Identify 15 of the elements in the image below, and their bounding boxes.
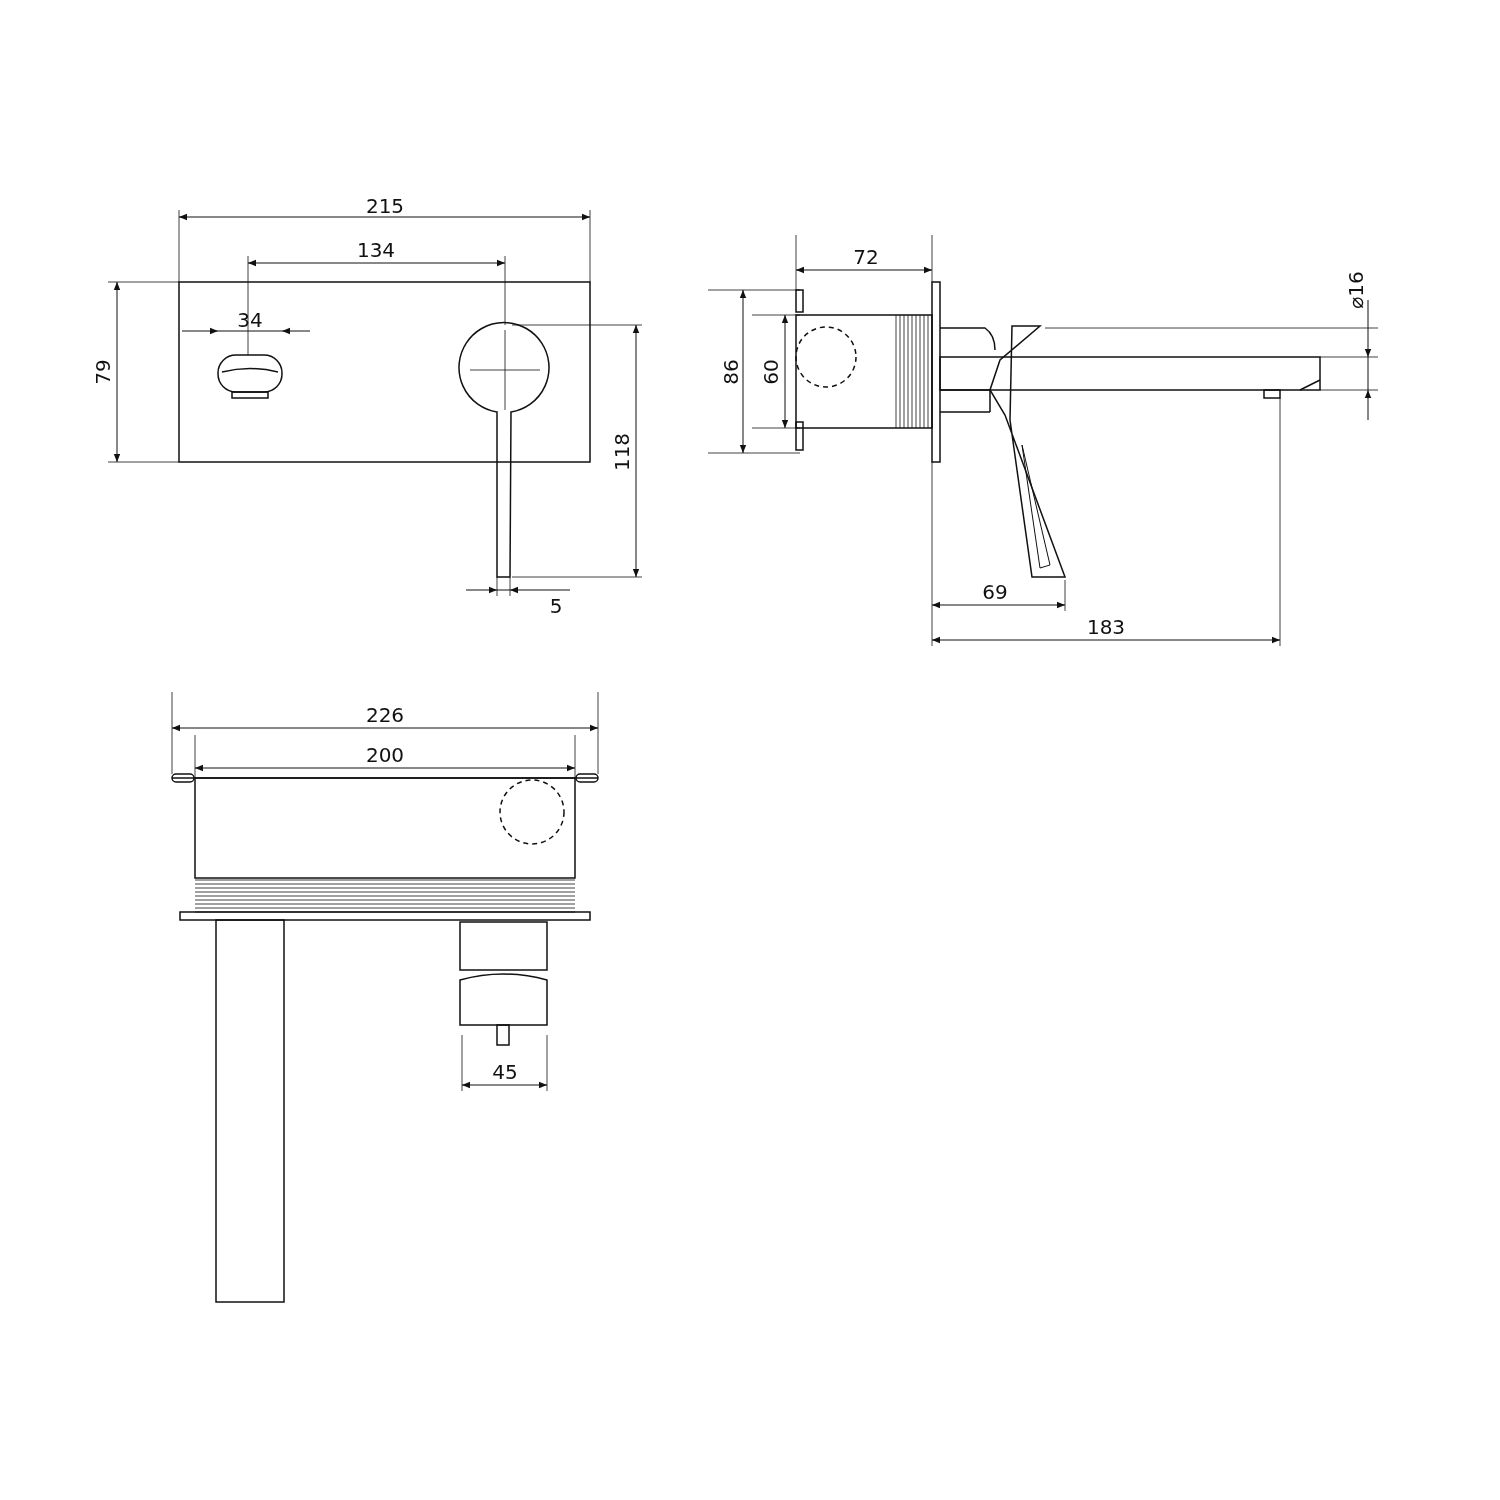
dimension-label: 226 [365, 705, 405, 725]
dimension-label: 86 [721, 359, 741, 385]
dimension-label: 34 [237, 310, 263, 330]
dimension-label: ⌀16 [1346, 271, 1366, 309]
dimension-label: 45 [492, 1062, 518, 1082]
dimension-label: 79 [93, 359, 113, 385]
dimension-label: 60 [761, 359, 781, 385]
dimension-label: 69 [982, 582, 1008, 602]
dimension-label: 134 [356, 240, 396, 260]
dimension-label: 183 [1086, 617, 1126, 637]
dimension-label: 5 [549, 596, 563, 616]
dimension-label: 200 [365, 745, 405, 765]
dimension-label: 118 [612, 432, 632, 472]
dimension-label: 72 [853, 247, 879, 267]
dimension-label: 215 [365, 196, 405, 216]
